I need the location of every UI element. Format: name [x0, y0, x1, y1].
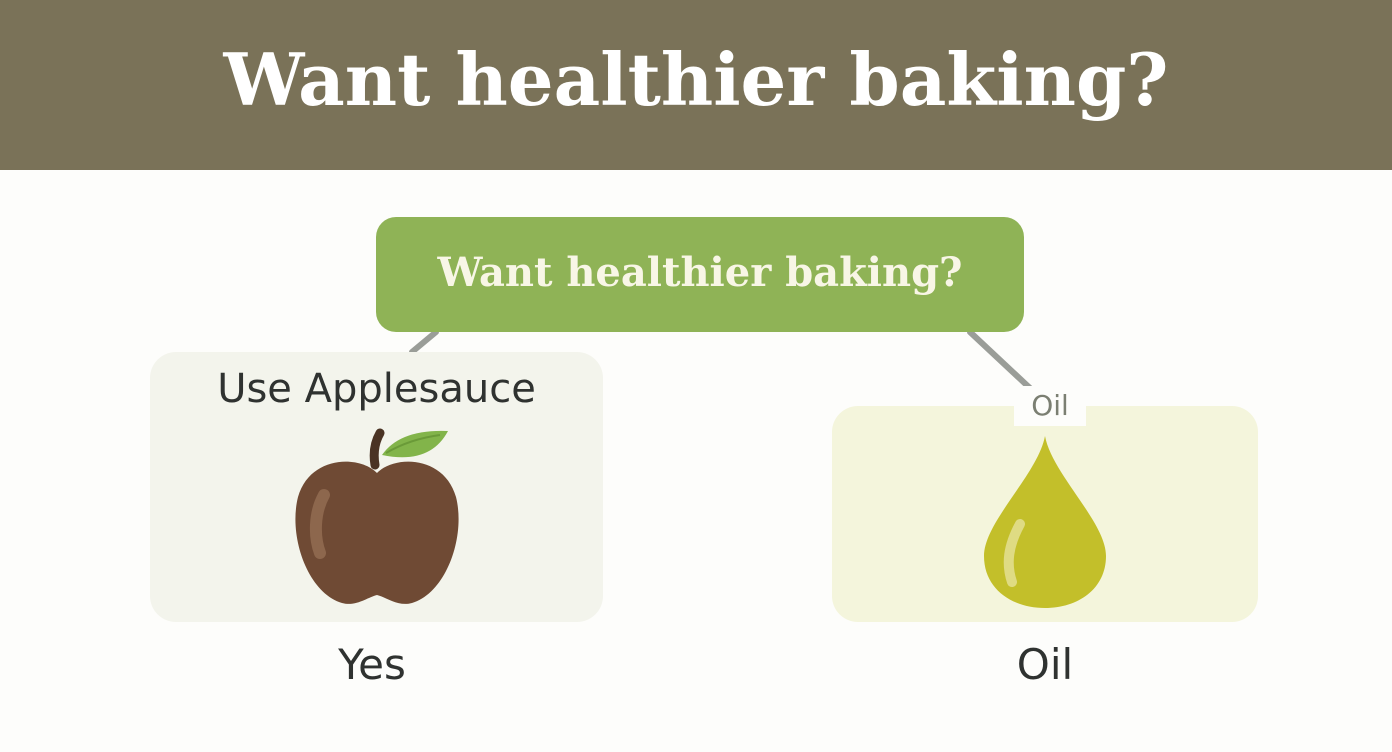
header-banner: Want healthier baking? [0, 0, 1392, 170]
oil-drop-icon [984, 436, 1106, 608]
connector-right [967, 329, 1035, 393]
page-title: Want healthier baking? [223, 36, 1169, 122]
question-text: Want healthier baking? [437, 249, 963, 296]
applesauce-card-title: Use Applesauce [217, 366, 536, 412]
oil-answer-label: Oil [1016, 640, 1074, 689]
oil-card-label: Oil [1014, 386, 1086, 426]
yes-label: Yes [338, 640, 406, 689]
connector-left [409, 329, 439, 355]
question-node: Want healthier baking? [376, 217, 1024, 332]
apple-icon [295, 428, 459, 604]
